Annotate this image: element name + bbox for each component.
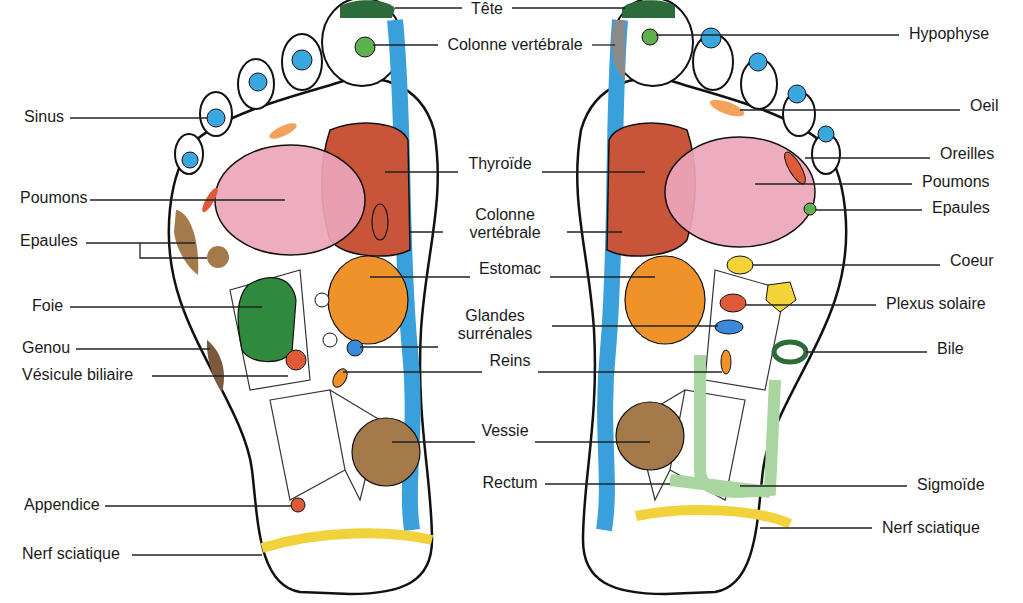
organ-label: Glandes surrénales — [441, 307, 549, 343]
organ-label: Genou — [20, 339, 72, 357]
organ-label: Sinus — [22, 108, 66, 126]
organ-label: Hypophyse — [907, 25, 991, 43]
organ-label: Foie — [30, 297, 65, 315]
organ-label: Coeur — [948, 252, 996, 270]
organ-label: Nerf sciatique — [880, 519, 982, 537]
organ-label: Poumons — [18, 189, 90, 207]
organ-label: Bile — [935, 340, 966, 358]
organ-label: Sigmoïde — [915, 476, 987, 494]
organ-label: Vessie — [479, 422, 530, 440]
organ-label: Thyroïde — [466, 155, 533, 173]
organ-label: Epaules — [18, 232, 80, 250]
organ-label: Appendice — [22, 496, 102, 514]
organ-label: Colonne vertébrale — [445, 36, 584, 54]
organ-label: Poumons — [920, 173, 992, 191]
organ-label: Nerf sciatique — [20, 545, 122, 563]
organ-label: Oeil — [968, 97, 1000, 115]
organ-label: Epaules — [930, 199, 992, 217]
organ-label: Reins — [488, 352, 533, 370]
organ-label: Tête — [469, 0, 505, 18]
organ-label: Vésicule biliaire — [20, 366, 135, 384]
organ-label: Estomac — [477, 260, 543, 278]
organ-label: Rectum — [480, 474, 539, 492]
organ-label: Plexus solaire — [884, 295, 988, 313]
organ-label: Oreilles — [938, 145, 996, 163]
organ-label: Colonne vertébrale — [447, 206, 563, 242]
